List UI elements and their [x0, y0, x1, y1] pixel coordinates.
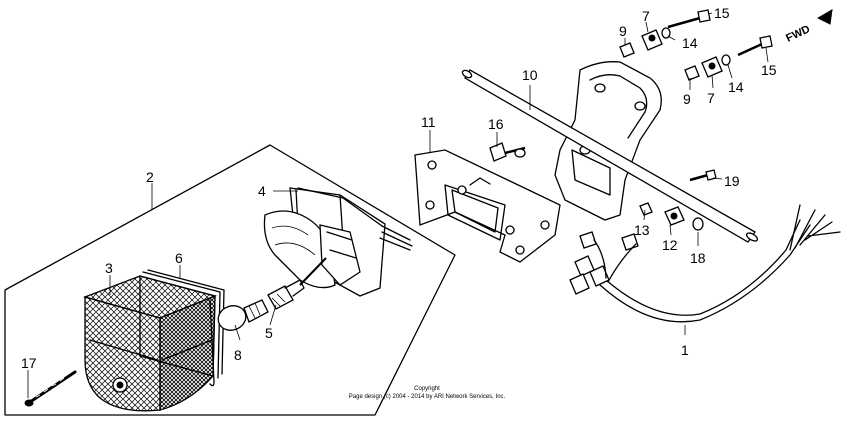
callout-6: 6: [175, 250, 183, 266]
copyright-notice: Copyright Page design (c) 2004 - 2014 by…: [349, 386, 506, 400]
callout-19: 19: [724, 173, 740, 189]
callout-5: 5: [265, 325, 273, 341]
callout-3: 3: [105, 260, 113, 276]
callout-18: 18: [690, 250, 706, 266]
callout-15-lower: 15: [761, 62, 777, 78]
callout-7-upper: 7: [642, 8, 650, 24]
leader-lines: [27, 12, 769, 398]
callout-numbers: 1 2 3 4 5 6 7 7 8 9 9 10 11 12 13 14 14 …: [21, 5, 777, 371]
callout-12: 12: [662, 237, 678, 253]
callout-7-lower: 7: [707, 90, 715, 106]
bracket-bolt: [489, 142, 526, 162]
callout-15-upper: 15: [714, 5, 730, 21]
forward-direction-indicator: FWD: [784, 9, 833, 45]
callout-1: 1: [681, 342, 689, 358]
callout-4: 4: [258, 183, 266, 199]
bulb-socket: [267, 279, 305, 310]
copyright-line-2: Page design (c) 2004 - 2014 by ARI Netwo…: [349, 394, 506, 400]
wire-harness: [569, 204, 841, 323]
mounting-bracket: [461, 61, 759, 243]
lens-screw: [24, 370, 77, 407]
callout-11: 11: [421, 114, 436, 130]
lower-fasteners: [639, 169, 717, 231]
callout-17: 17: [21, 355, 37, 371]
callout-9-lower: 9: [683, 91, 691, 107]
copyright-line-1: Copyright: [414, 386, 440, 392]
callout-10: 10: [522, 67, 538, 83]
callout-9-upper: 9: [619, 23, 627, 39]
callout-8: 8: [234, 347, 242, 363]
callout-16: 16: [488, 116, 504, 132]
license-bracket: [414, 149, 561, 263]
tail-bulb: [217, 299, 269, 331]
taillight-assembly-outline: [4, 144, 456, 416]
callout-14-lower: 14: [728, 79, 744, 95]
upper-fasteners: [619, 9, 773, 81]
lens-gasket: [142, 269, 225, 387]
callout-14-upper: 14: [682, 35, 698, 51]
fwd-label: FWD: [784, 23, 812, 44]
callout-2: 2: [146, 169, 154, 185]
callout-13: 13: [634, 222, 650, 238]
taillight-lens: [82, 275, 218, 412]
light-housing: [263, 187, 413, 297]
